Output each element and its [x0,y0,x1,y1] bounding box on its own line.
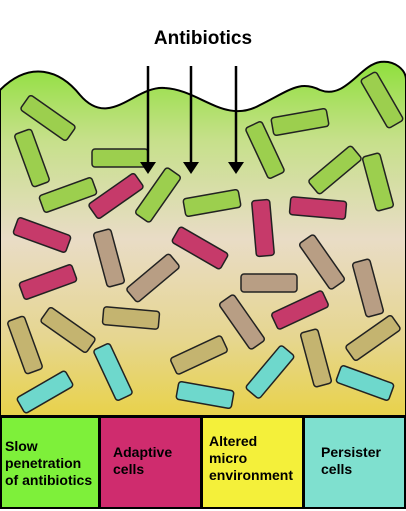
magenta-cell [12,217,72,253]
green-cell [182,188,242,218]
magenta-cell [251,198,275,258]
green-cell [20,94,76,142]
magenta-cell [88,172,144,220]
green-cell [361,152,395,212]
arrowhead-icon [140,162,156,174]
magenta-cell [288,196,348,220]
olive-cell [40,306,96,354]
legend-altered-microenvironment: Altered micro environment [201,416,304,509]
green-cell [308,145,362,195]
brown-cell [298,234,346,290]
green-cell [245,121,285,179]
olive-cell [345,314,401,362]
antibiotic-arrows [140,66,244,174]
teal-cell [175,380,235,410]
diagram-title: Antibiotics [153,28,253,49]
green-cell [134,167,182,223]
brown-cell [126,253,180,303]
brown-cell [351,258,385,318]
legend-label: Persister cells [321,444,381,477]
green-cell [360,71,404,129]
legend-label: Adaptive cells [113,444,173,477]
brown-cell [218,294,266,350]
legend-adaptive-cells: Adaptive cells [99,416,202,509]
magenta-cell [18,264,78,300]
legend-label: Slow penetration of antibiotics [5,438,93,488]
green-cell [91,148,149,168]
olive-cell [101,306,161,330]
teal-cell [245,345,295,399]
green-cell [14,128,50,188]
brown-cell [92,228,126,288]
olive-cell [7,315,43,375]
legend-label: Altered micro environment [209,433,294,483]
magenta-cell [271,290,329,330]
magenta-cell [171,226,229,270]
green-cell [38,177,98,213]
legend: Slow penetration of antibiotics Adaptive… [0,416,406,511]
teal-cell [93,343,133,401]
bacterial-cells [7,71,404,414]
arrowhead-icon [228,162,244,174]
legend-persister-cells: Persister cells [303,416,406,509]
brown-cell [240,273,298,293]
olive-cell [299,328,333,388]
arrowhead-icon [183,162,199,174]
olive-cell [170,335,228,375]
teal-cell [335,365,395,401]
green-cell [270,107,330,137]
teal-cell [16,370,74,414]
legend-slow-penetration: Slow penetration of antibiotics [0,416,100,509]
